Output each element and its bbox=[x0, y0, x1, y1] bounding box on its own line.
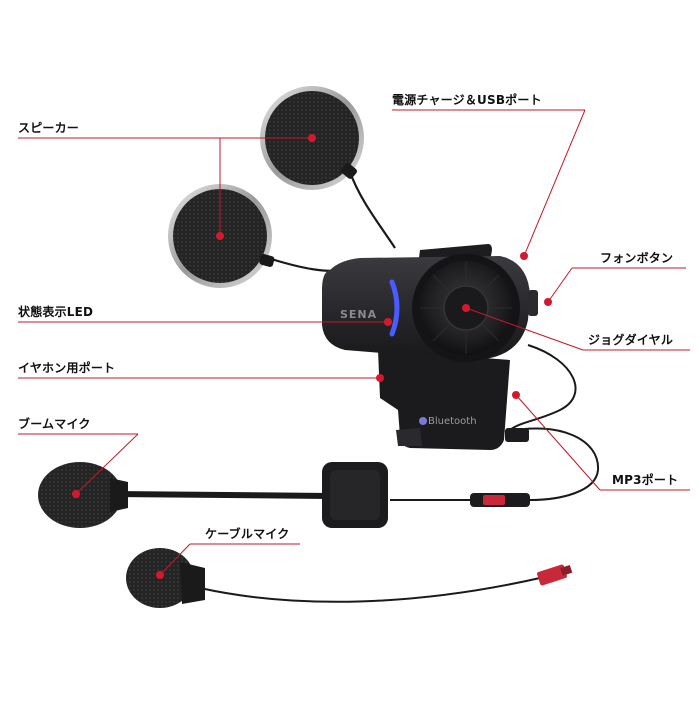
marker-speaker-top bbox=[308, 134, 316, 142]
label-speaker: スピーカー bbox=[18, 121, 80, 135]
marker-earphone-port bbox=[376, 374, 384, 382]
label-phone-button: フォンボタン bbox=[600, 251, 674, 265]
marker-status-led bbox=[384, 318, 392, 326]
boom-mic bbox=[38, 462, 472, 528]
marker-dots bbox=[72, 134, 552, 579]
label-earphone-port: イヤホン用ポート bbox=[18, 361, 116, 375]
marker-boom-mic bbox=[72, 490, 80, 498]
cable-junction bbox=[505, 428, 529, 442]
marker-mp3-port bbox=[512, 391, 520, 399]
status-led-light bbox=[389, 279, 400, 337]
marker-jog-dial bbox=[462, 304, 470, 312]
bluetooth-icon bbox=[419, 417, 427, 425]
leader-lines bbox=[18, 109, 690, 576]
headset-main-unit: SENA Bluetooth bbox=[322, 244, 538, 450]
marker-charge-port bbox=[520, 252, 528, 260]
bluetooth-text: Bluetooth bbox=[428, 416, 477, 427]
speaker-cables bbox=[267, 171, 396, 272]
label-cable-mic: ケーブルマイク bbox=[205, 527, 290, 541]
marker-cable-mic bbox=[156, 571, 164, 579]
label-mp3-port: MP3ポート bbox=[612, 473, 679, 487]
marker-phone-button bbox=[544, 298, 552, 306]
mp3-connector bbox=[470, 493, 530, 507]
marker-speaker-bottom bbox=[216, 232, 224, 240]
label-jog-dial: ジョグダイヤル bbox=[588, 333, 674, 347]
cable-mic bbox=[126, 548, 573, 608]
label-charge-usb-port: 電源チャージ＆USBポート bbox=[392, 93, 542, 107]
label-boom-mic: ブームマイク bbox=[18, 417, 91, 431]
label-status-led: 状態表示LED bbox=[18, 305, 94, 319]
brand-logo: SENA bbox=[340, 308, 377, 321]
